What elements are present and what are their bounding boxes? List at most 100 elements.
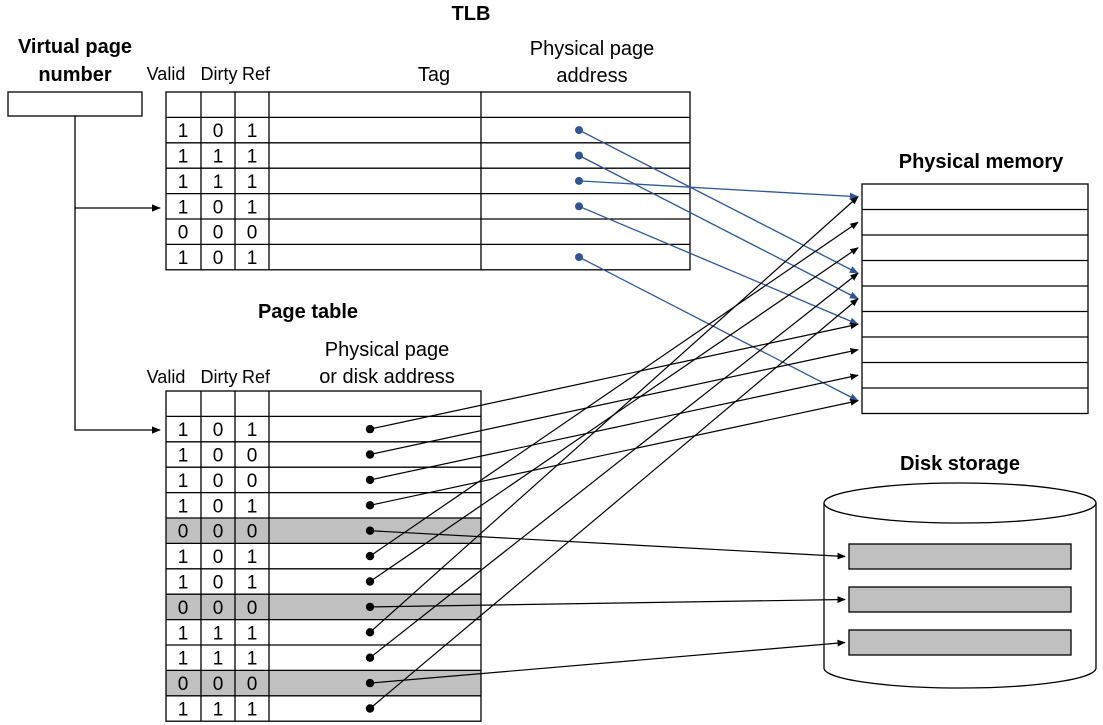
page-table-valid-bit: 1 [178, 649, 189, 670]
page-table-ref-bit: 1 [247, 496, 258, 517]
tlb-dirty-bit: 1 [213, 147, 224, 168]
page-table-invalid-row [166, 594, 481, 620]
pt-header-ppda-line2: or disk address [319, 366, 455, 388]
page-table-to-memory-arrow [369, 196, 859, 633]
tlb-valid-bit: 1 [178, 147, 189, 168]
disk-block [848, 629, 1072, 656]
page-table-ref-bit: 0 [247, 446, 258, 467]
page-table-dirty-bit: 0 [213, 496, 224, 517]
tlb-ref-bit: 1 [247, 147, 258, 168]
page-table-invalid-row [166, 518, 481, 544]
page-table-to-disk-arrow [369, 530, 846, 560]
page-table-dirty-bit: 0 [213, 522, 224, 543]
tlb-ref-bit: 1 [247, 172, 258, 193]
pt-header-ppda-line1: Physical page [325, 339, 450, 361]
page-table-dirty-bit: 1 [213, 623, 224, 644]
page-table-ref-bit: 0 [247, 674, 258, 695]
tlb-to-memory-arrow [578, 129, 859, 274]
tlb-valid-bit: 0 [178, 223, 189, 244]
page-table-to-memory-arrow [369, 272, 859, 659]
page-table-to-disk-arrow [369, 596, 846, 608]
physical-memory-title: Physical memory [899, 151, 1064, 173]
page-table-valid-bit: 1 [178, 471, 189, 492]
page-table-ref-bit: 1 [247, 623, 258, 644]
tlb-valid-bit: 1 [178, 121, 189, 142]
tlb-dirty-bit: 0 [213, 197, 224, 218]
disk-storage-title: Disk storage [900, 453, 1020, 475]
tlb-dirty-bit: 0 [213, 223, 224, 244]
tlb-valid-bit: 1 [178, 172, 189, 193]
page-table-ref-bit: 0 [247, 522, 258, 543]
tlb-dirty-bit: 0 [213, 121, 224, 142]
page-table-valid-bit: 0 [178, 674, 189, 695]
tlb-to-memory-arrow [578, 256, 859, 402]
pt-header-valid: Valid [147, 367, 186, 387]
page-table-to-memory-arrow [369, 298, 859, 709]
page-table-dirty-bit: 0 [213, 674, 224, 695]
disk-storage [823, 482, 1097, 689]
tlb-header-dirty: Dirty [201, 64, 238, 84]
page-table-valid-bit: 1 [178, 446, 189, 467]
tlb-ref-bit: 1 [247, 197, 258, 218]
page-table-dirty-bit: 0 [213, 573, 224, 594]
page-table-dirty-bit: 0 [213, 471, 224, 492]
tlb-valid-bit: 1 [178, 197, 189, 218]
page-table-frame [165, 390, 482, 722]
vpn-to-page-table-arrow [74, 116, 161, 434]
mapping-arrows [369, 129, 859, 709]
page-table-valid-bit: 0 [178, 598, 189, 619]
page-table-ref-bit: 1 [247, 573, 258, 594]
disk-block [848, 586, 1072, 613]
tlb-header-tag: Tag [418, 64, 450, 86]
page-table-dirty-bit: 0 [213, 598, 224, 619]
disk-block [848, 543, 1072, 570]
tlb-dirty-bit: 0 [213, 248, 224, 269]
page-table-valid-bit: 1 [178, 547, 189, 568]
page-table-invalid-row [166, 670, 481, 696]
tlb-to-memory-arrow [578, 180, 859, 200]
page-table-to-memory-arrow [369, 399, 859, 506]
page-table-dirty-bit: 0 [213, 420, 224, 441]
page-table-to-memory-arrow [369, 221, 859, 557]
page-table-valid-bit: 1 [178, 573, 189, 594]
tlb-header-ppa-line1: Physical page [530, 38, 655, 60]
page-table-to-memory-arrow [369, 373, 859, 481]
tlb-dirty-bit: 1 [213, 172, 224, 193]
tlb-valid-bit: 1 [178, 248, 189, 269]
page-table-valid-bit: 1 [178, 496, 189, 517]
tlb-ref-bit: 1 [247, 248, 258, 269]
page-table-ref-bit: 1 [247, 649, 258, 670]
page-table-ref-bit: 0 [247, 471, 258, 492]
page-table-ref-bit: 0 [247, 598, 258, 619]
page-table-dirty-bit: 0 [213, 547, 224, 568]
page-table-ref-bit: 1 [247, 700, 258, 721]
physical-memory [861, 183, 1089, 415]
tlb-header-ref: Ref [242, 64, 271, 84]
tlb-title: TLB [452, 3, 491, 25]
pt-header-ref: Ref [242, 367, 271, 387]
page-table-ref-bit: 1 [247, 420, 258, 441]
page-table-dirty-bit: 1 [213, 700, 224, 721]
tlb-header-ppa-line2: address [556, 65, 627, 87]
page-table-to-disk-arrow [369, 639, 846, 684]
page-table-to-memory-arrow [369, 322, 859, 430]
virtual-page-number-label-line2: number [38, 64, 112, 86]
tlb-to-memory-arrow [578, 205, 859, 325]
tlb-ref-bit: 0 [247, 223, 258, 244]
virtual-page-number-box [7, 91, 143, 117]
tlb-frame [165, 91, 691, 271]
page-table-title: Page table [258, 301, 358, 323]
page-table-valid-bit: 1 [178, 420, 189, 441]
physical-memory-frame [861, 183, 1089, 415]
page-table-valid-bit: 1 [178, 623, 189, 644]
virtual-page-number-label-line1: Virtual page [18, 36, 132, 58]
tlb-to-memory-arrow [578, 154, 859, 300]
page-table-dirty-bit: 0 [213, 446, 224, 467]
disk-cylinder-top [823, 482, 1097, 524]
page-table-dirty-bit: 1 [213, 649, 224, 670]
tlb-header-valid: Valid [147, 64, 186, 84]
